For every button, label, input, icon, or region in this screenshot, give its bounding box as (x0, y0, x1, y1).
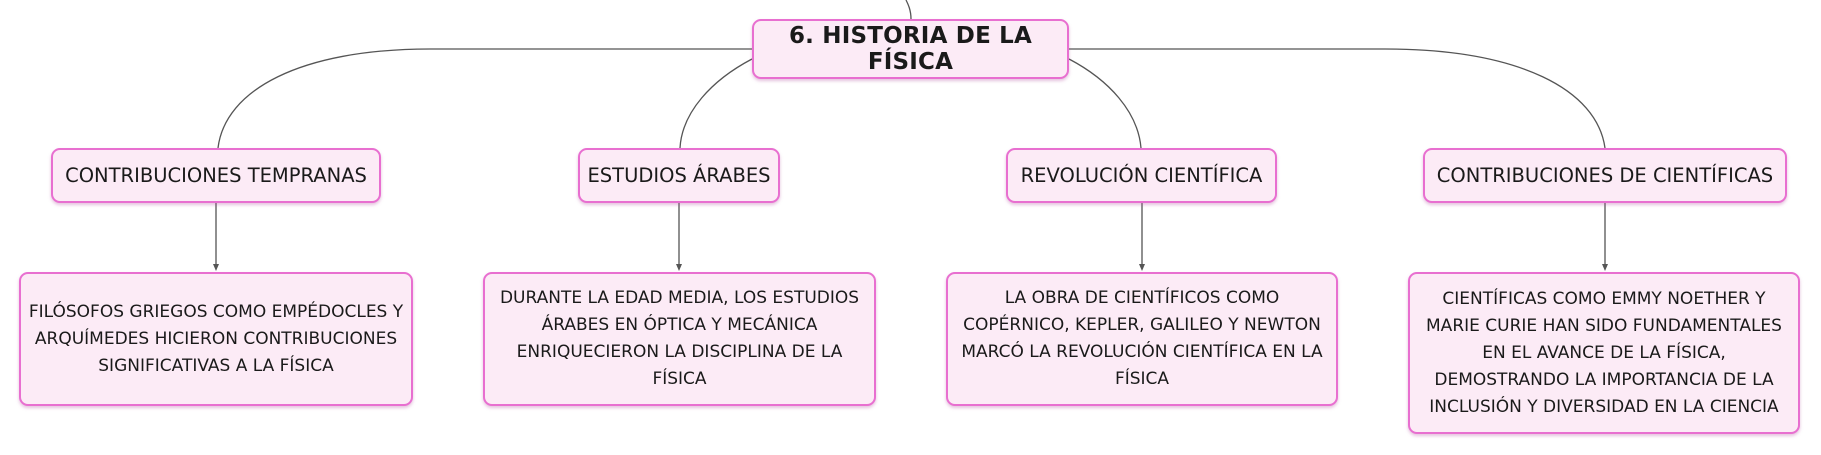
connector-root-branch-2 (679, 58, 753, 149)
branch-topic-label: CONTRIBUCIONES TEMPRANAS (65, 164, 367, 187)
detail-note-contribuciones-de-cientificas[interactable]: CIENTÍFICAS COMO EMMY NOETHER Y MARIE CU… (1408, 272, 1800, 434)
connector-branch-3-leaf-3 (1139, 203, 1145, 271)
branch-topic-contribuciones-de-cientificas[interactable]: CONTRIBUCIONES DE CIENTÍFICAS (1423, 148, 1787, 203)
connector-root-branch-3 (1068, 58, 1142, 149)
detail-note-contribuciones-tempranas[interactable]: FILÓSOFOS GRIEGOS COMO EMPÉDOCLES Y ARQU… (19, 272, 413, 406)
detail-note-text: DURANTE LA EDAD MEDIA, LOS ESTUDIOS ÁRAB… (499, 288, 860, 389)
connector-branch-4-leaf-4 (1602, 203, 1608, 271)
branch-topic-label: REVOLUCIÓN CIENTÍFICA (1020, 164, 1263, 187)
connector-branch-1-leaf-1 (213, 203, 219, 271)
branch-topic-contribuciones-tempranas[interactable]: CONTRIBUCIONES TEMPRANAS (51, 148, 381, 203)
branch-topic-label: CONTRIBUCIONES DE CIENTÍFICAS (1436, 164, 1774, 187)
root-topic[interactable]: 6. HISTORIA DE LA FÍSICA (752, 19, 1069, 79)
branch-topic-label: ESTUDIOS ÁRABES (587, 164, 771, 187)
parent-connector (905, 0, 912, 20)
detail-note-text: FILÓSOFOS GRIEGOS COMO EMPÉDOCLES Y ARQU… (28, 301, 404, 376)
detail-note-revolucion-cientifica[interactable]: LA OBRA DE CIENTÍFICOS COMO COPÉRNICO, K… (946, 272, 1338, 406)
detail-note-text: CIENTÍFICAS COMO EMMY NOETHER Y MARIE CU… (1426, 288, 1782, 417)
branch-topic-revolucion-cientifica[interactable]: REVOLUCIÓN CIENTÍFICA (1006, 148, 1277, 203)
root-topic-label: 6. HISTORIA DE LA FÍSICA (788, 23, 1033, 75)
connector-branch-2-leaf-2 (676, 203, 682, 271)
detail-note-estudios-arabes[interactable]: DURANTE LA EDAD MEDIA, LOS ESTUDIOS ÁRAB… (483, 272, 876, 406)
connector-root-branch-1 (217, 48, 752, 149)
branch-topic-estudios-arabes[interactable]: ESTUDIOS ÁRABES (578, 148, 780, 203)
detail-note-text: LA OBRA DE CIENTÍFICOS COMO COPÉRNICO, K… (961, 288, 1323, 389)
connector-root-branch-4 (1069, 48, 1606, 149)
